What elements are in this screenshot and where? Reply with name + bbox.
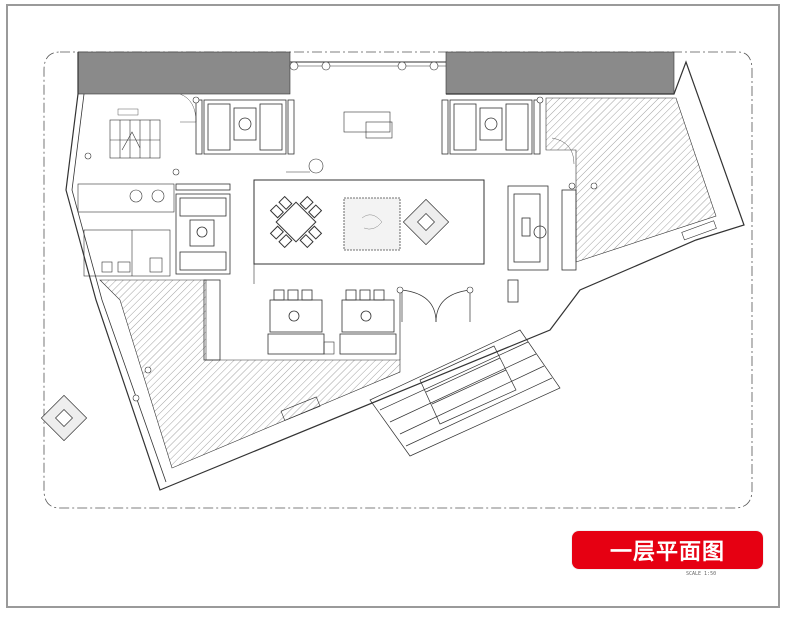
drawing-title-badge: 一层平面图 bbox=[572, 531, 763, 569]
scale-note: SCALE 1:50 bbox=[686, 571, 717, 577]
hatched-area-lower-left bbox=[99, 279, 401, 469]
diamond-tea-table-center bbox=[402, 198, 450, 246]
sofa-left-middle bbox=[175, 183, 231, 275]
entrance-doors bbox=[399, 289, 471, 360]
washroom bbox=[77, 183, 175, 277]
top-wall-right bbox=[445, 51, 675, 95]
sofa-group-top-left bbox=[195, 99, 295, 155]
sofa-group-lower-left bbox=[267, 289, 325, 355]
top-wall-left bbox=[77, 51, 291, 95]
entrance-steps bbox=[369, 329, 561, 457]
dining-table bbox=[269, 195, 323, 249]
central-hall bbox=[253, 179, 485, 265]
sofa-group-lower-right bbox=[339, 289, 397, 355]
diamond-tea-table-left bbox=[40, 394, 88, 442]
sofa-group-top-right bbox=[441, 99, 541, 155]
stair bbox=[109, 119, 161, 159]
counter bbox=[203, 279, 221, 361]
reception-desk bbox=[507, 185, 577, 303]
carpet bbox=[343, 197, 401, 251]
site-boundary bbox=[43, 51, 753, 509]
building-outline bbox=[65, 52, 745, 491]
drawing-title: 一层平面图 bbox=[609, 540, 725, 565]
